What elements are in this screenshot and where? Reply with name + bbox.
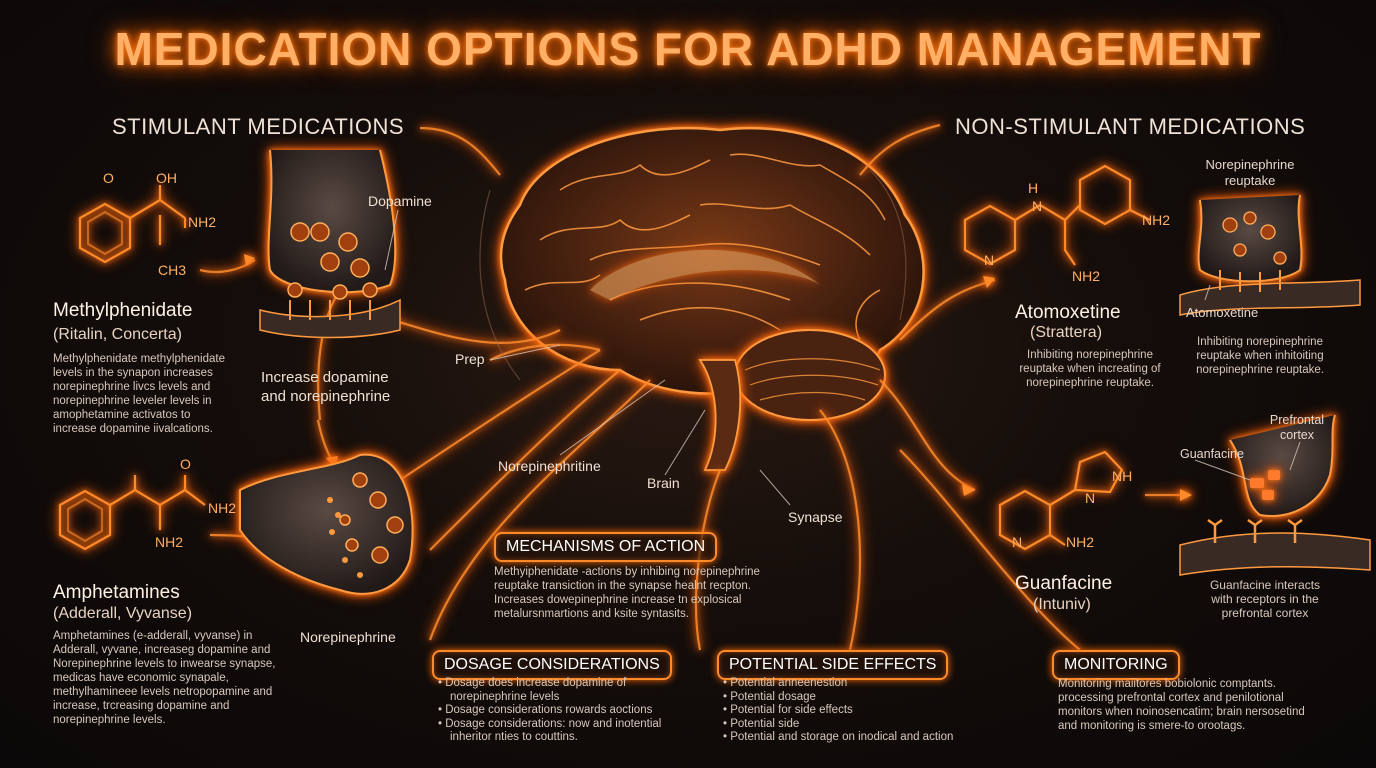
formula-n: N: [984, 252, 995, 268]
list-item: inheritor nties to couttins.: [450, 731, 578, 743]
monitoring-desc: Monitoring maiitores bobiolonic comptant…: [1058, 678, 1305, 732]
guanfacine-name: Guanfacine: [1015, 573, 1113, 594]
formula-nh: NH: [1112, 468, 1133, 484]
atomoxetine-name: Atomoxetine: [1015, 302, 1121, 323]
mechanisms-desc: Methyiphenidate -actions by inhibing nor…: [494, 566, 760, 620]
increase-label: Increase dopamine and norepinephrine: [261, 369, 391, 405]
formula-oh: OH: [156, 170, 177, 186]
atomoxetine-desc: Inhibiting norepinephrine reuptake when …: [1019, 349, 1161, 389]
reuptake-label: Norepinephrine reuptake: [1205, 157, 1295, 188]
formula-nh2: NH2: [208, 500, 237, 516]
guanfacine-synapse-label: Guanfacine: [1180, 447, 1244, 461]
prep-label: Prep: [455, 351, 485, 367]
monitoring-heading: MONITORING: [1052, 650, 1180, 680]
formula-n: N: [1012, 534, 1023, 550]
norepinephritine-label: Norepinephritine: [498, 458, 601, 474]
brain-illustration: [499, 126, 925, 471]
side-effects-heading: POTENTIAL SIDE EFFECTS: [717, 650, 949, 680]
dopamine-label: Dopamine: [368, 193, 432, 209]
prefrontal-label: Prefrontal cortex: [1269, 413, 1325, 442]
list-item: Potential dosage: [723, 691, 1003, 705]
formula-nh2: NH2: [155, 534, 184, 550]
formula-ch3: CH3: [158, 262, 187, 278]
methylphenidate-name: Methylphenidate: [53, 300, 193, 321]
formula-nh2: NH2: [1142, 212, 1171, 228]
atomoxetine-brands: (Strattera): [1030, 324, 1103, 341]
formula-h: H: [1028, 180, 1039, 196]
stimulant-synapse-bottom: [239, 453, 414, 595]
list-item: Potential anneenestion: [723, 677, 1003, 691]
amphetamine-structure: [58, 475, 206, 551]
side-effects-list: Potential anneenestion Potential dosage …: [723, 677, 1003, 745]
stimulant-synapse-top: [259, 149, 401, 339]
list-item: Dosage considerations: now and inotentia…: [438, 718, 698, 732]
guanfacine-desc: Guanfacine interacts with receptors in t…: [1209, 578, 1321, 620]
atomoxetine-synapse-desc: Inhibiting norepinephrine reuptake when …: [1196, 336, 1324, 376]
formula-nh2: NH2: [1066, 534, 1095, 550]
guanfacine-brands: (Intuniv): [1033, 596, 1091, 613]
formula-o: O: [103, 170, 114, 186]
dosage-list: Dosage does increase dopamine of norepin…: [438, 677, 698, 745]
nonstim-synapse-bottom: [1179, 414, 1371, 576]
connector-lines: [199, 123, 1190, 651]
list-item: Dosage considerations rowards aoctions: [438, 704, 698, 718]
nonstimulant-heading: NON-STIMULANT MEDICATIONS: [955, 114, 1306, 139]
mechanisms-heading: MECHANISMS OF ACTION: [494, 532, 718, 562]
formula-n: N: [1085, 490, 1096, 506]
page-title: MEDICATION OPTIONS FOR ADHD MANAGEMENT: [114, 23, 1262, 75]
guanfacine-structure: [998, 450, 1124, 551]
nonstim-synapse-top: [1179, 194, 1361, 316]
list-item: norepinephrine levels: [450, 690, 560, 703]
formula-n: N: [1032, 198, 1043, 214]
amphetamines-name: Amphetamines: [53, 582, 180, 603]
stimulant-heading: STIMULANT MEDICATIONS: [112, 114, 405, 139]
synapse-label: Synapse: [788, 509, 843, 525]
amphetamines-desc: Amphetamines (e-adderall, vyvanse) in Ad…: [53, 630, 276, 726]
list-item: Potential for side effects: [723, 704, 1003, 718]
methylphenidate-structure: [78, 185, 187, 264]
amphetamines-brands: (Adderall, Vyvanse): [53, 605, 193, 622]
methylphenidate-desc: Methylphenidate methylphenidate levels i…: [53, 353, 225, 435]
atomoxetine-structure: [963, 164, 1151, 266]
list-item: Potential and storage on inodical and ac…: [723, 731, 1003, 745]
methylphenidate-brands: (Ritalin, Concerta): [53, 326, 182, 343]
norepinephrine-label: Norepinephrine: [300, 629, 396, 645]
list-item: Potential side: [723, 718, 1003, 732]
formula-nh2: NH2: [188, 214, 217, 230]
dosage-heading: DOSAGE CONSIDERATIONS: [432, 650, 672, 680]
brain-label: Brain: [647, 475, 680, 491]
list-item: Dosage does increase dopamine of: [438, 677, 698, 691]
atomoxetine-synapse-label: Atomoxetine: [1186, 305, 1259, 320]
formula-o: O: [180, 456, 191, 472]
formula-nh2: NH2: [1072, 268, 1101, 284]
